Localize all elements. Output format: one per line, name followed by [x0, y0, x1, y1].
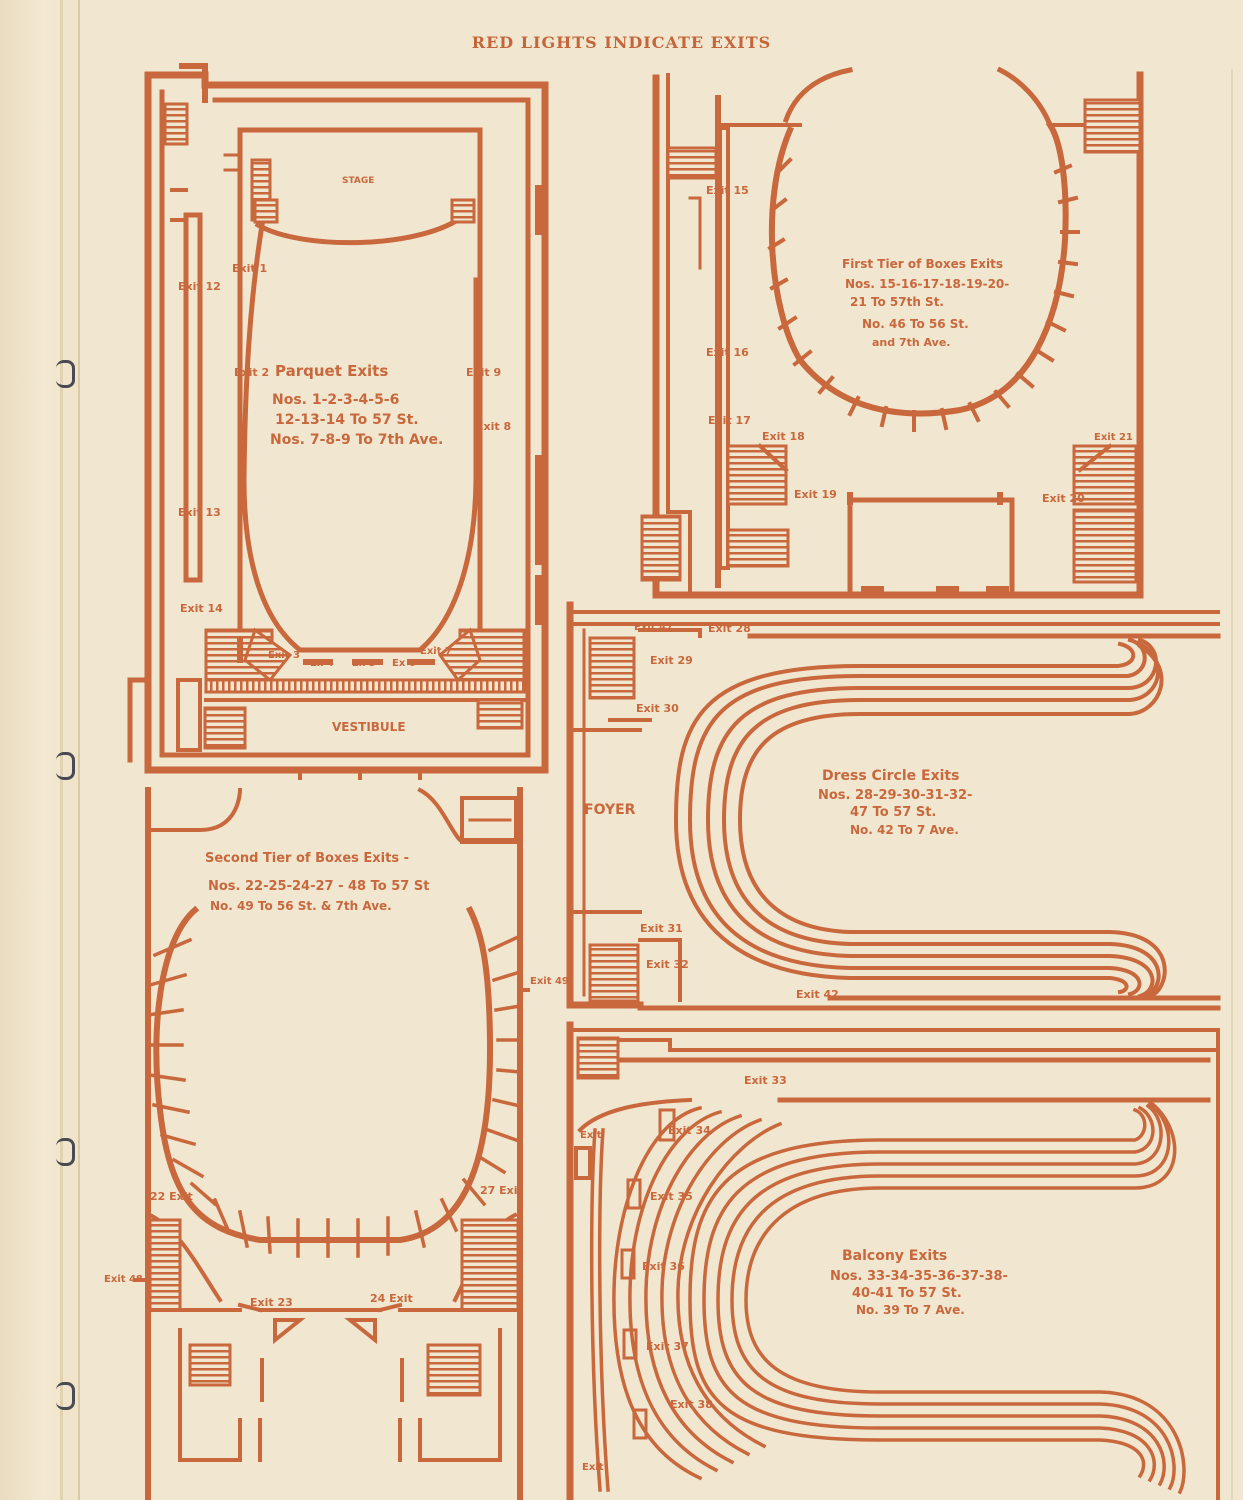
exit-20-label: Exit 20 — [1042, 492, 1085, 505]
exit-24-label: 24 Exit — [370, 1292, 413, 1305]
exit-left-label: Exit — [580, 1130, 602, 1141]
first-tier-line-2: 21 To 57th St. — [850, 295, 944, 309]
exit-22-label: 22 Exit — [150, 1190, 193, 1203]
parquet-line-2: 12-13-14 To 57 St. — [275, 412, 419, 428]
first-tier-line-4: and 7th Ave. — [872, 336, 950, 349]
balcony-plan — [566, 1021, 1220, 1500]
exit-32-label: Exit 32 — [646, 958, 689, 971]
first-tier-plan — [640, 66, 1144, 599]
exit-8-label: Exit 8 — [476, 420, 511, 433]
exit-37-label: Exit 37 — [646, 1340, 689, 1353]
exit-33-label: Exit 33 — [744, 1074, 787, 1087]
parquet-line-3: Nos. 7-8-9 To 7th Ave. — [270, 432, 443, 448]
exit-17-label: Exit 17 — [708, 414, 751, 427]
dress-circle-line-3: No. 42 To 7 Ave. — [850, 823, 959, 837]
exit-28-label: Exit 28 — [708, 622, 751, 635]
exit-15-label: Exit 15 — [706, 184, 749, 197]
exit-31-label: Exit 31 — [640, 922, 683, 935]
balcony-title: Balcony Exits — [842, 1248, 947, 1264]
page-edge — [60, 0, 63, 1500]
second-tier-line-1: Nos. 22-25-24-27 - 48 To 57 St — [208, 879, 429, 894]
exit-5-label: Ex 5 — [352, 658, 376, 669]
exit-27-label: 27 Exit — [480, 1184, 523, 1197]
page-header: RED LIGHTS INDICATE EXITS — [471, 33, 772, 52]
exit-36-label: Exit 36 — [642, 1260, 685, 1273]
exit-7-label: Exit 7 — [420, 646, 452, 657]
stage-label: STAGE — [342, 176, 374, 186]
exit-21-label: Exit 21 — [1094, 432, 1133, 443]
exit-47-label: Exit 47 — [634, 622, 673, 633]
staple — [56, 1382, 75, 1410]
exit-49-label: Exit 49 — [530, 976, 569, 987]
second-tier-title: Second Tier of Boxes Exits - — [205, 851, 409, 866]
balcony-line-2: 40-41 To 57 St. — [852, 1286, 962, 1301]
staple — [56, 752, 75, 780]
exit-23-label: Exit 23 — [250, 1296, 293, 1309]
exit-29-label: Exit 29 — [650, 654, 693, 667]
exit-14-label: Exit 14 — [180, 602, 223, 615]
binding-margin — [0, 0, 80, 1500]
dress-circle-title: Dress Circle Exits — [822, 768, 959, 784]
balcony-line-3: No. 39 To 7 Ave. — [856, 1303, 965, 1317]
exit-12-label: Exit 12 — [178, 280, 221, 293]
second-tier-plan — [133, 787, 530, 1500]
exit-42-label: Exit 42 — [796, 988, 839, 1001]
exit-1-label: Exit 1 — [232, 262, 267, 275]
parquet-title: Parquet Exits — [275, 362, 388, 380]
exit-18-label: Exit 18 — [762, 430, 805, 443]
staple — [56, 1138, 75, 1166]
dress-circle-line-1: Nos. 28-29-30-31-32- — [818, 788, 972, 803]
second-tier-line-2: No. 49 To 56 St. & 7th Ave. — [210, 899, 392, 913]
parquet-line-1: Nos. 1-2-3-4-5-6 — [272, 392, 399, 408]
exit-16-label: Exit 16 — [706, 346, 749, 359]
staple — [56, 360, 75, 388]
foyer-label: FOYER — [584, 802, 636, 818]
exit-19-label: Exit 19 — [794, 488, 837, 501]
vestibule-label: VESTIBULE — [332, 720, 406, 734]
exit-9-label: Exit 9 — [466, 366, 501, 379]
first-tier-line-3: No. 46 To 56 St. — [862, 317, 969, 331]
dress-circle-line-2: 47 To 57 St. — [850, 805, 936, 820]
dress-circle-plan — [566, 601, 1221, 1011]
exit-38-label: Exit 38 — [670, 1398, 713, 1411]
exit-4-label: Ex 4 — [310, 658, 334, 669]
exit-2-label: Exit 2 — [234, 366, 269, 379]
first-tier-title: First Tier of Boxes Exits — [842, 257, 1003, 271]
exit-48-label: Exit 48 — [104, 1274, 143, 1285]
exit-bottom-label: Exit — [582, 1462, 604, 1473]
exit-30-label: Exit 30 — [636, 702, 679, 715]
parquet-plan — [127, 63, 549, 780]
balcony-line-1: Nos. 33-34-35-36-37-38- — [830, 1269, 1008, 1284]
exit-6-label: Ex 6 — [392, 658, 416, 669]
exit-35-label: Exit 35 — [650, 1190, 693, 1203]
first-tier-line-1: Nos. 15-16-17-18-19-20- — [845, 277, 1009, 291]
exit-34-label: Exit 34 — [668, 1124, 711, 1137]
exit-3-label: Exit 3 — [268, 650, 300, 661]
exit-13-label: Exit 13 — [178, 506, 221, 519]
